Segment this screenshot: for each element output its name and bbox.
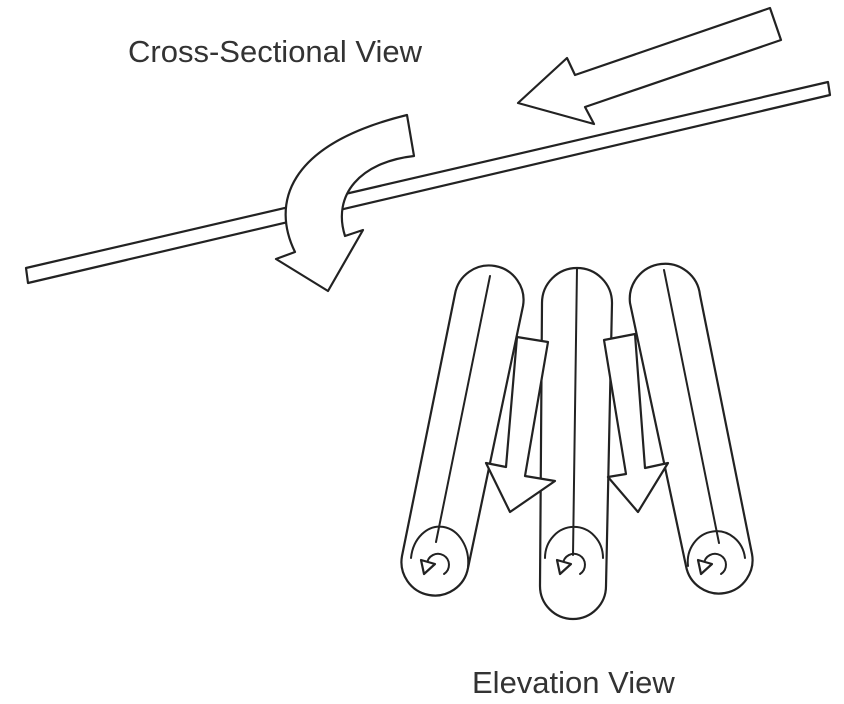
cross-section-bar — [24, 80, 832, 285]
cross-sectional-view-label: Cross-Sectional View — [128, 34, 423, 69]
flow-arrow-right-gap — [602, 332, 670, 514]
tube-right — [628, 262, 754, 595]
rotation-icon — [703, 552, 727, 575]
cross-sectional-view — [24, 6, 832, 293]
rotation-icon — [562, 552, 586, 575]
elevation-view-label: Elevation View — [472, 665, 675, 700]
tube-middle — [538, 266, 614, 621]
rotation-arrow-curved — [274, 113, 416, 293]
flow-arrow-left-gap — [484, 335, 557, 514]
tube-left — [400, 264, 525, 597]
elevation-view — [400, 262, 754, 621]
rotation-icon — [426, 552, 450, 575]
tube-left-body — [400, 264, 525, 597]
flow-arrow-straight — [516, 6, 783, 126]
tube-right-body — [628, 262, 754, 595]
